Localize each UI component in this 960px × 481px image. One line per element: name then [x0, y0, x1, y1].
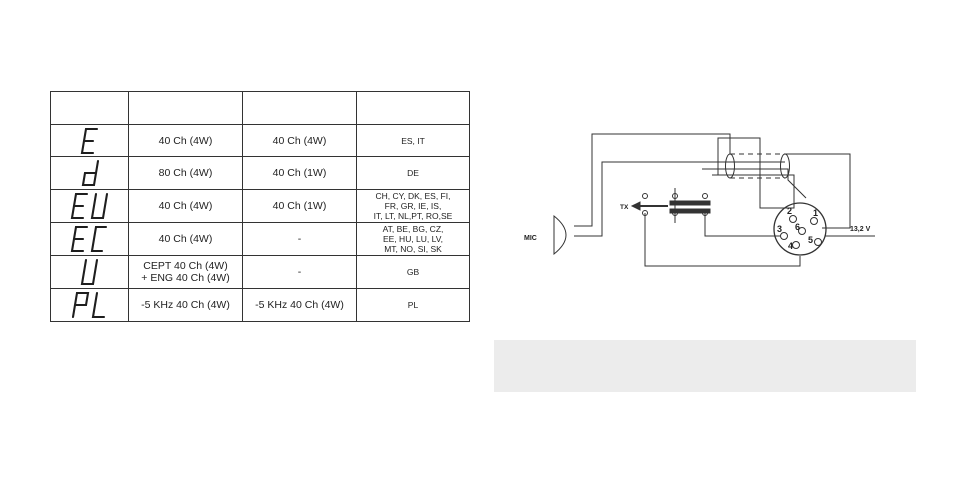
header-cell: [242, 91, 357, 125]
table-cell: 40 Ch (1W): [242, 156, 357, 190]
band-code-cell: [50, 255, 129, 289]
table-cell: 80 Ch (4W): [128, 156, 243, 190]
table-cell: 40 Ch (4W): [128, 222, 243, 256]
band-code-cell: [50, 189, 129, 223]
mic-label: MIC: [524, 235, 537, 242]
band-code-U: [80, 258, 98, 286]
table-row: CEPT 40 Ch (4W) + ENG 40 Ch (4W) - GB: [50, 255, 470, 289]
country-list-cell: CH, CY, DK, ES, FI, FR, GR, IE, IS, IT, …: [356, 189, 470, 223]
din-connector: [773, 202, 827, 256]
band-table: 40 Ch (4W) 40 Ch (4W) ES, IT 80 Ch (4W) …: [50, 91, 470, 322]
table-cell: 40 Ch (4W): [128, 189, 243, 223]
table-header-row: [50, 91, 470, 125]
country-list-cell: AT, BE, BG, CZ, EE, HU, LU, LV, MT, NO, …: [356, 222, 470, 256]
country-list-cell: DE: [356, 156, 470, 190]
table-cell: 40 Ch (4W): [242, 124, 357, 157]
country-list-cell: ES, IT: [356, 124, 470, 157]
pin-label: 4: [788, 241, 793, 251]
band-code-E: [80, 127, 98, 154]
table-row: 40 Ch (4W) 40 Ch (4W) ES, IT: [50, 124, 470, 157]
band-code-EC: [70, 225, 107, 253]
band-code-EU: [70, 192, 108, 220]
wiring: [574, 133, 875, 267]
table-row: 40 Ch (4W) - AT, BE, BG, CZ, EE, HU, LU,…: [50, 222, 470, 256]
pin-label: 3: [777, 224, 782, 234]
table-cell: 40 Ch (1W): [242, 189, 357, 223]
tx-switch: [642, 188, 711, 223]
band-code-cell: [50, 222, 129, 256]
header-cell: [128, 91, 243, 125]
pin-label: 1: [813, 208, 818, 218]
microphone-icon: [553, 214, 567, 256]
band-code-PL: [71, 291, 105, 319]
table-row: 80 Ch (4W) 40 Ch (1W) DE: [50, 156, 470, 190]
country-list-cell: GB: [356, 255, 470, 289]
note-box: [494, 340, 916, 392]
cable-shield: [712, 153, 790, 179]
tx-arrow-icon: [630, 201, 668, 211]
table-cell: -5 KHz 40 Ch (4W): [242, 288, 357, 322]
table-row: 40 Ch (4W) 40 Ch (1W) CH, CY, DK, ES, FI…: [50, 189, 470, 223]
band-code-cell: [50, 156, 129, 190]
voltage-label: 13,2 V: [850, 226, 871, 233]
pin-label: 6: [795, 222, 800, 232]
band-code-cell: [50, 288, 129, 322]
table-cell: -5 KHz 40 Ch (4W): [128, 288, 243, 322]
microphone-wiring-diagram: MIC TX 1 2 3 4 5 6 13,2 V: [524, 133, 875, 267]
band-code-d: [81, 159, 99, 187]
table-cell: -: [242, 255, 357, 289]
table-cell: CEPT 40 Ch (4W) + ENG 40 Ch (4W): [128, 255, 243, 289]
header-cell: [50, 91, 129, 125]
tx-label: TX: [620, 204, 629, 211]
pin-label: 2: [787, 206, 792, 216]
table-cell: -: [242, 222, 357, 256]
table-row: -5 KHz 40 Ch (4W) -5 KHz 40 Ch (4W) PL: [50, 288, 470, 322]
band-code-cell: [50, 124, 129, 157]
table-cell: 40 Ch (4W): [128, 124, 243, 157]
country-list-cell: PL: [356, 288, 470, 322]
header-cell: [356, 91, 470, 125]
pin-label: 5: [808, 235, 813, 245]
